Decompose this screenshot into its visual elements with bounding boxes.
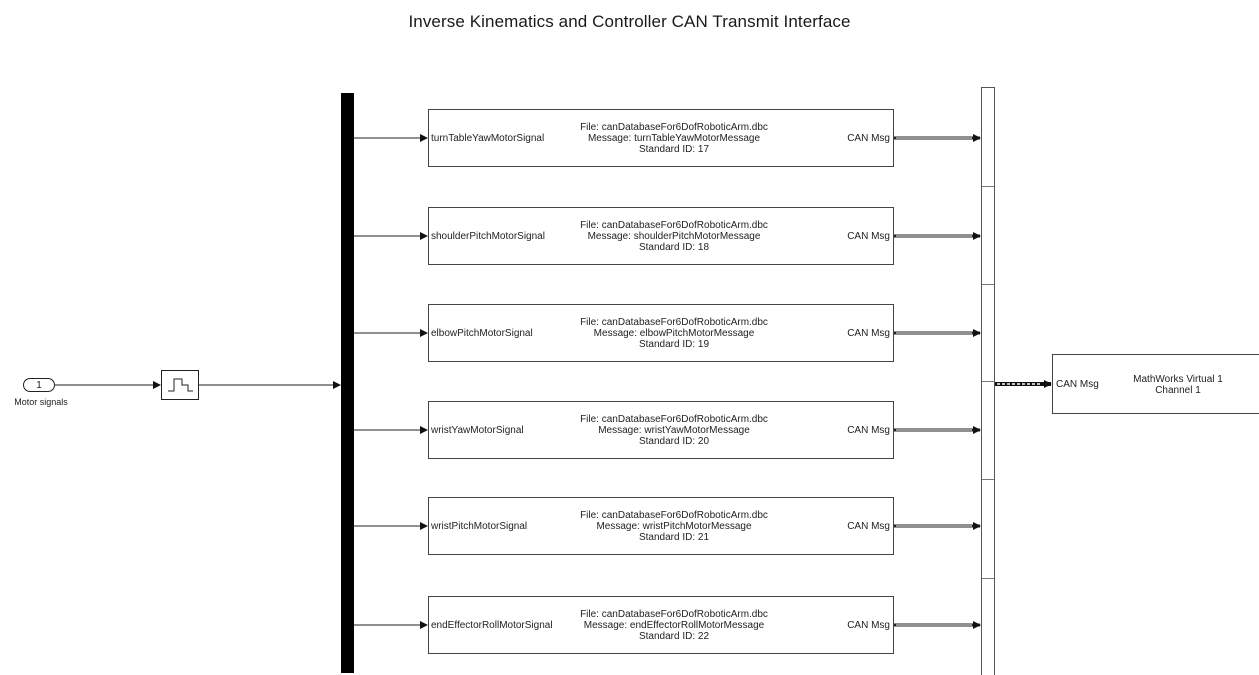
inport-label: Motor signals [14,397,68,407]
message-name-text: Message: turnTableYawMotorMessage [587,133,761,144]
standard-id-text: Standard ID: 19 [638,339,710,350]
pack-output-label: CAN Msg [847,521,890,532]
standard-id-text: Standard ID: 17 [638,144,710,155]
message-name-text: Message: wristYawMotorMessage [598,425,750,436]
channel-label: MathWorks Virtual 1 Channel 1 [1133,374,1223,396]
pack-input-label: turnTableYawMotorSignal [431,133,545,144]
zero-order-hold-icon [168,378,193,392]
zero-order-hold-block[interactable] [161,370,199,400]
mux-port-divider [982,479,994,480]
pack-output-label: CAN Msg [847,328,890,339]
dbc-file-text: File: canDatabaseFor6DofRoboticArm.dbc [580,220,768,231]
can-pack-block[interactable]: elbowPitchMotorSignal File: canDatabaseFo… [428,304,894,362]
pack-input-label: shoulderPitchMotorSignal [431,231,545,242]
can-pack-block[interactable]: wristPitchMotorSignal File: canDatabaseFo… [428,497,894,555]
dbc-file-text: File: canDatabaseFor6DofRoboticArm.dbc [580,317,768,328]
pack-output-label: CAN Msg [847,620,890,631]
standard-id-text: Standard ID: 20 [638,436,710,447]
demux-output-wires [354,134,428,629]
pack-output-label: CAN Msg [847,231,890,242]
pack-output-label: CAN Msg [847,425,890,436]
pack-input-label: wristYawMotorSignal [431,425,524,436]
mux-port-divider [982,284,994,285]
standard-id-text: Standard ID: 22 [638,631,710,642]
dbc-file-text: File: canDatabaseFor6DofRoboticArm.dbc [580,414,768,425]
pack-input-label: endEffectorRollMotorSignal [431,620,553,631]
pack-output-label: CAN Msg [847,133,890,144]
demux-block[interactable] [341,93,354,673]
message-name-text: Message: endEffectorRollMotorMessage [583,620,765,631]
mux-port-divider [982,186,994,187]
mux-port-divider [982,381,994,382]
can-msg-wires [894,134,981,629]
message-name-text: Message: wristPitchMotorMessage [596,521,752,532]
standard-id-text: Standard ID: 21 [638,532,710,543]
pack-input-label: wristPitchMotorSignal [431,521,528,532]
dbc-file-text: File: canDatabaseFor6DofRoboticArm.dbc [580,122,768,133]
dbc-file-text: File: canDatabaseFor6DofRoboticArm.dbc [580,609,768,620]
message-name-text: Message: elbowPitchMotorMessage [593,328,755,339]
inport-1-block[interactable]: 1 [23,378,55,392]
diagram-title: Inverse Kinematics and Controller CAN Tr… [408,12,851,31]
message-name-text: Message: shoulderPitchMotorMessage [587,231,761,242]
can-transmit-block[interactable]: CAN Msg MathWorks Virtual 1 Channel 1 [1052,354,1259,414]
dbc-file-text: File: canDatabaseFor6DofRoboticArm.dbc [580,510,768,521]
can-msg-input-label: CAN Msg [1056,379,1099,390]
can-pack-block[interactable]: wristYawMotorSignal File: canDatabaseFor6… [428,401,894,459]
mux-port-divider [982,578,994,579]
mux-block[interactable] [981,87,995,675]
standard-id-text: Standard ID: 18 [638,242,710,253]
pack-input-label: elbowPitchMotorSignal [431,328,533,339]
